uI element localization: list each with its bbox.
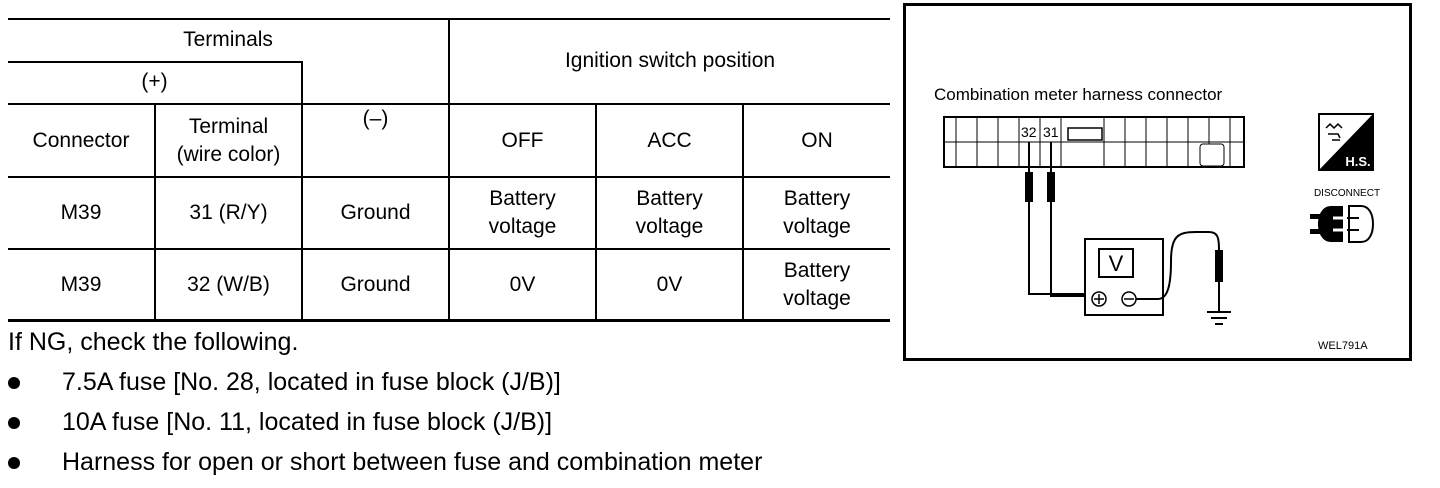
test-probes [1025, 142, 1097, 297]
header-terminal: Terminal (wire color) [176, 114, 281, 166]
connector-test-diagram: Combination meter harness connector [903, 3, 1412, 361]
diagram-drawing: Combination meter harness connector [934, 85, 1380, 352]
harness-symbol-icon: H.S. [1318, 113, 1374, 171]
bullet-icon [8, 417, 20, 429]
voltmeter-symbol: V [1109, 251, 1124, 276]
diagram-title: Combination meter harness connector [934, 85, 1223, 104]
voltmeter-icon: V [1084, 238, 1164, 316]
ground-lead [1136, 231, 1223, 312]
ng-instruction: If NG, check the following. [8, 328, 299, 356]
pin-32-label: 32 [1021, 124, 1037, 140]
bullet-icon [8, 377, 20, 389]
check-list-item: 7.5A fuse [No. 28, located in fuse block… [8, 366, 888, 398]
check-list-item: Harness for open or short between fuse a… [8, 446, 888, 478]
voltage-spec-table: Terminals (+) (–) Ignition switch positi… [8, 18, 890, 322]
header-minus: (–) [362, 106, 389, 130]
check-list-item: 10A fuse [No. 11, located in fuse block … [8, 406, 888, 438]
header-off: OFF [501, 128, 544, 152]
header-connector: Connector [32, 128, 130, 152]
header-on: ON [801, 128, 833, 152]
disconnect-label: DISCONNECT [1314, 188, 1380, 199]
row2-connector: M39 [60, 272, 102, 296]
table-divider [742, 103, 744, 322]
table-divider [301, 61, 303, 322]
disconnect-icon [1310, 205, 1375, 243]
header-plus: (+) [141, 70, 168, 93]
pin-31-label: 31 [1043, 124, 1059, 140]
header-ignition: Ignition switch position [564, 48, 776, 72]
harness-connector: 32 31 [943, 116, 1245, 168]
row1-minus: Ground [340, 201, 411, 224]
bullet-icon [8, 457, 20, 469]
row2-off: 0V [509, 272, 536, 296]
row2-acc: 0V [656, 272, 683, 296]
row1-terminal: 31 (R/Y) [189, 201, 268, 224]
row1-connector: M39 [60, 201, 102, 224]
table-divider [154, 103, 156, 322]
header-acc: ACC [647, 128, 692, 152]
header-terminals: Terminals [183, 27, 273, 51]
row2-minus: Ground [340, 272, 411, 296]
ground-symbol-icon [1207, 311, 1231, 325]
table-divider [595, 103, 597, 322]
table-divider [448, 18, 450, 322]
row2-terminal: 32 (W/B) [187, 272, 270, 296]
figure-code: WEL791A [1318, 340, 1368, 352]
table-rule [8, 61, 301, 63]
hs-badge-label: H.S. [1345, 154, 1370, 169]
